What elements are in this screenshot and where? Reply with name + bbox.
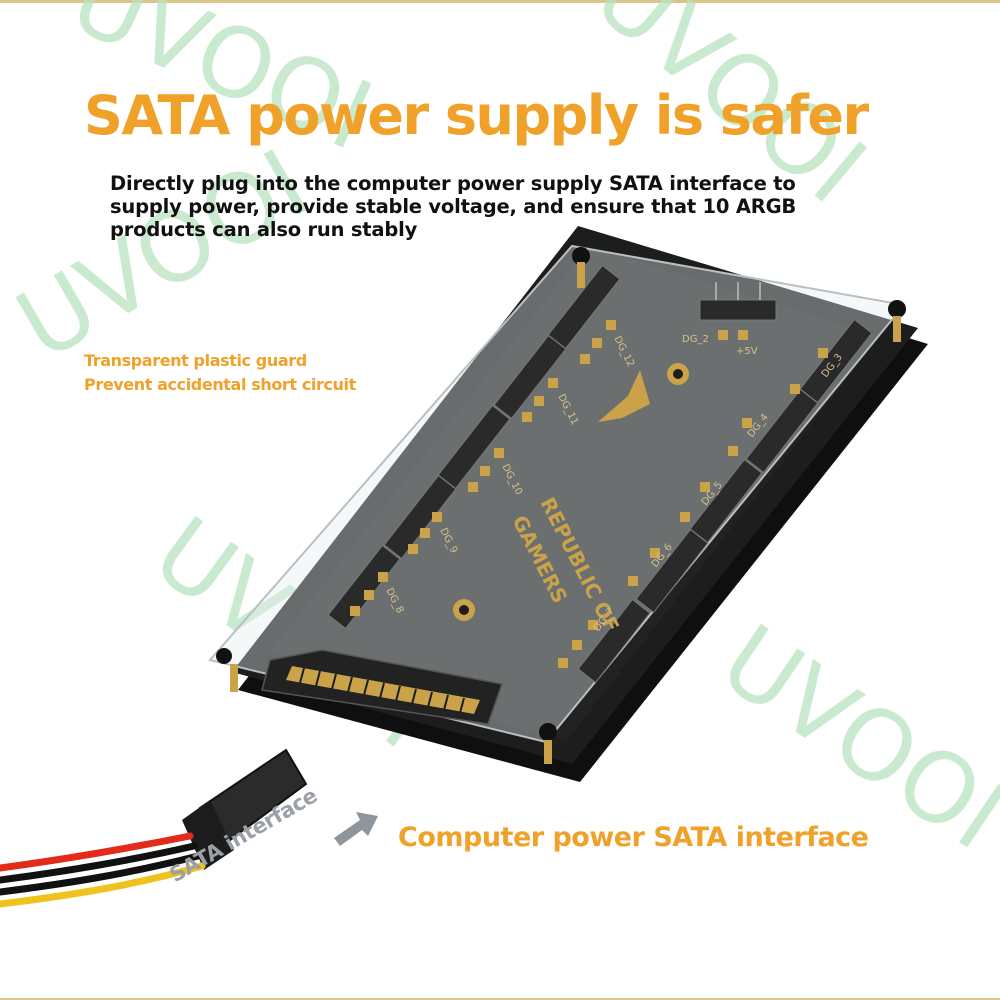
rog-logo-icon — [598, 370, 650, 422]
left-header-pins — [327, 264, 621, 630]
watermark-text-3: UVOOI — [0, 128, 327, 382]
guard-feature-line-1: Transparent plastic guard — [84, 351, 307, 370]
guard-feature: Transparent plastic guard Prevent accide… — [84, 349, 424, 397]
label-dg2: DG_2 — [682, 334, 709, 345]
sata-connector — [261, 649, 503, 725]
sata-plug — [182, 748, 308, 870]
description-line-1: Directly plug into the computer power su… — [110, 172, 796, 195]
right-header-pins — [577, 318, 873, 684]
corner-screws — [216, 247, 906, 741]
description: Directly plug into the computer power su… — [110, 172, 930, 241]
sata-cable — [0, 832, 206, 908]
bottom-rule — [0, 998, 1000, 1000]
description-line-3: products can also run stably — [110, 218, 418, 241]
top-header-pins — [699, 282, 777, 321]
description-line-2: supply power, provide stable voltage, an… — [110, 195, 797, 218]
arrow-icon — [334, 812, 378, 846]
headline: SATA power supply is safer — [84, 84, 869, 147]
mount-holes — [453, 363, 689, 621]
label-5v-top: +5V — [736, 346, 758, 357]
top-rule — [0, 0, 1000, 3]
sata-interface-caption: Computer power SATA interface — [398, 822, 869, 853]
brass-standoffs — [230, 262, 901, 764]
solder-pads — [350, 320, 828, 668]
guard-feature-line-2: Prevent accidental short circuit — [84, 375, 356, 394]
